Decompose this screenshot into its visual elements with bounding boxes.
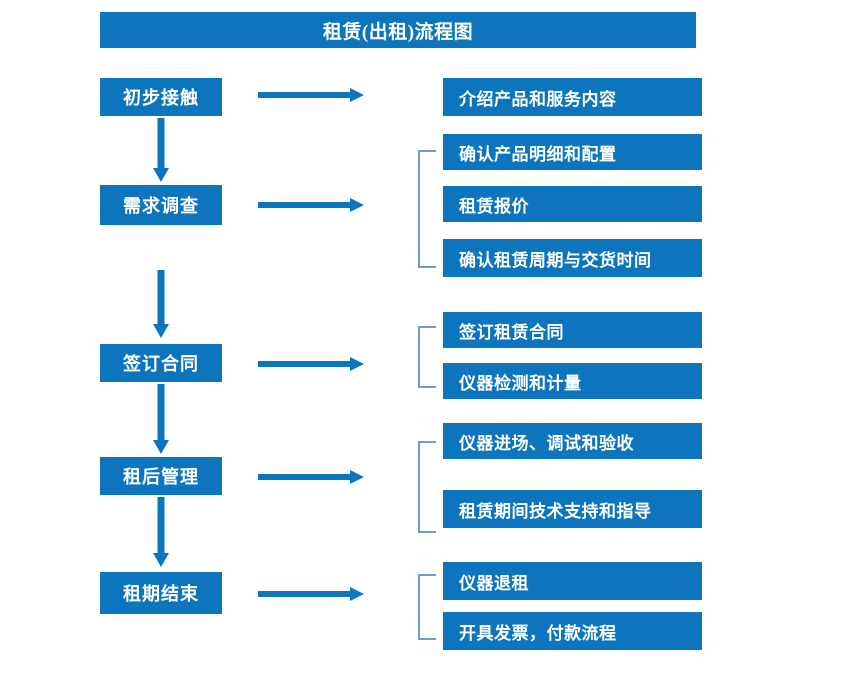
arrow-right-icon-stage-3 (258, 357, 364, 371)
arrow-down-icon-3 (153, 384, 169, 454)
stage-box-rental-end[interactable]: 租期结束 (100, 572, 222, 614)
group-bracket-stage-2 (418, 150, 436, 268)
group-bracket-stage-5 (418, 574, 436, 640)
group-bracket-stage-3 (418, 326, 436, 388)
arrow-down-icon-4 (153, 497, 169, 567)
task-box-instrument-inspection[interactable]: 仪器检测和计量 (443, 363, 702, 399)
arrow-right-icon-stage-5 (258, 587, 364, 601)
task-box-introduce-products[interactable]: 介绍产品和服务内容 (443, 78, 702, 116)
arrow-down-icon-2 (153, 270, 169, 338)
task-box-invoice-payment[interactable]: 开具发票，付款流程 (443, 612, 702, 650)
stage-box-sign-contract[interactable]: 签订合同 (100, 344, 222, 382)
group-bracket-stage-4 (418, 441, 436, 533)
task-box-sign-rental-contract[interactable]: 签订租赁合同 (443, 312, 702, 348)
arrow-right-icon-stage-2 (258, 198, 364, 212)
stage-box-initial-contact[interactable]: 初步接触 (100, 78, 222, 116)
stage-box-demand-survey[interactable]: 需求调查 (100, 185, 222, 225)
stage-box-post-rental-management[interactable]: 租后管理 (100, 457, 222, 495)
arrow-down-icon-1 (153, 118, 169, 182)
task-box-confirm-product-details[interactable]: 确认产品明细和配置 (443, 134, 702, 170)
task-box-rental-quotation[interactable]: 租赁报价 (443, 186, 702, 222)
task-box-confirm-rental-period[interactable]: 确认租赁周期与交货时间 (443, 239, 702, 277)
task-box-instrument-entry-commissioning[interactable]: 仪器进场、调试和验收 (443, 423, 702, 459)
task-box-technical-support[interactable]: 租赁期间技术支持和指导 (443, 490, 702, 528)
diagram-title: 租赁(出租)流程图 (100, 12, 696, 48)
arrow-right-icon-stage-4 (258, 470, 364, 484)
task-box-instrument-return[interactable]: 仪器退租 (443, 562, 702, 600)
arrow-right-icon-stage-1 (258, 88, 364, 102)
